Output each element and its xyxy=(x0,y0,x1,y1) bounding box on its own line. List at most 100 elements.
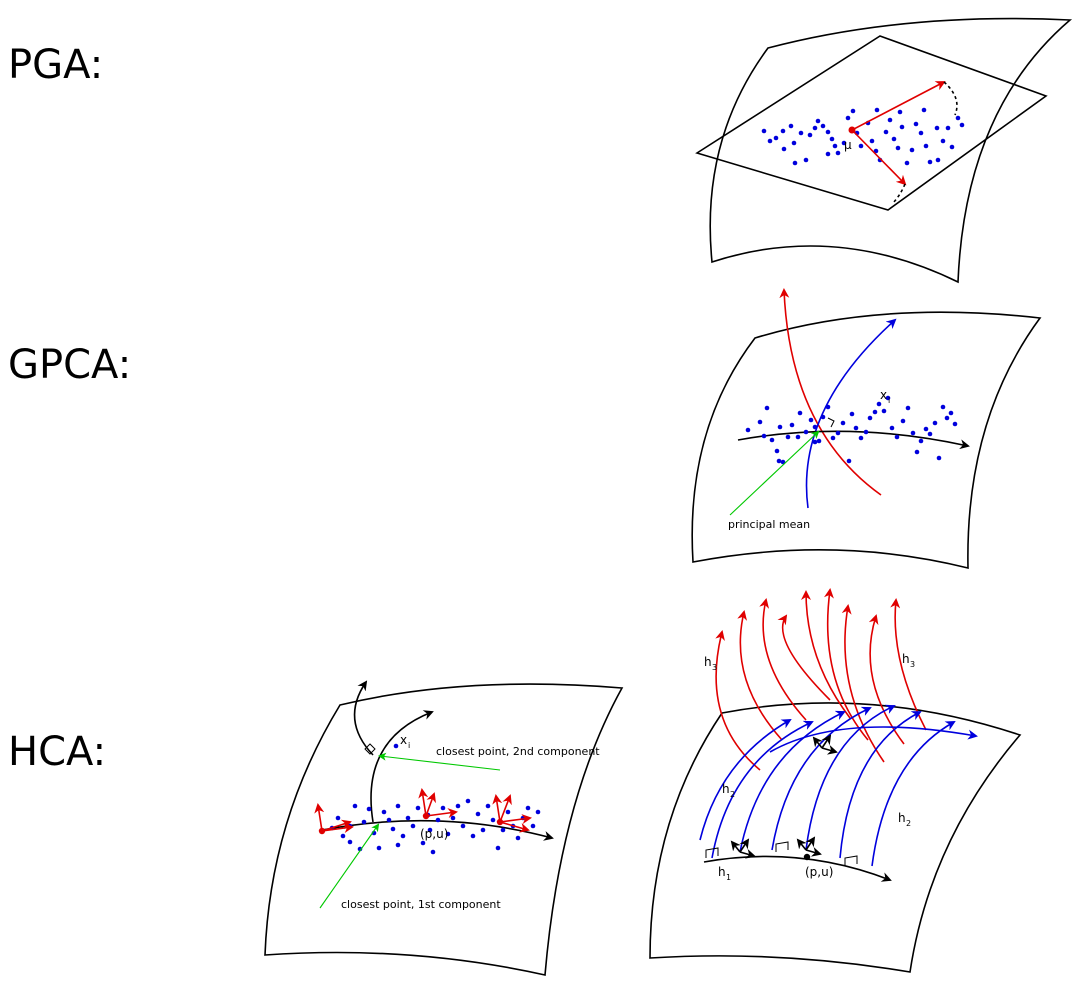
data-point xyxy=(940,138,946,144)
data-point xyxy=(945,125,951,131)
data-point xyxy=(876,401,882,407)
gpca-red-geodesic xyxy=(779,288,882,496)
data-point xyxy=(780,459,786,465)
red-fiber-h3 xyxy=(737,610,783,741)
hca-h2-left-sub: 2 xyxy=(730,790,735,799)
data-point xyxy=(959,122,965,128)
data-point xyxy=(891,136,897,142)
data-point xyxy=(490,817,496,823)
hca-closest-2nd-label: closest point, 2nd component xyxy=(436,745,600,758)
hca-left-manifold-sheet xyxy=(264,683,624,976)
pga-geodesic-dashed-1 xyxy=(943,81,958,116)
pga-panel: μ xyxy=(695,17,1073,284)
data-point xyxy=(386,817,392,823)
hca-right-base-point xyxy=(803,853,811,861)
hca-left-right-angle-mark xyxy=(364,743,376,755)
pga-tangent-plane xyxy=(695,35,1048,211)
data-point xyxy=(352,803,358,809)
data-point xyxy=(465,798,471,804)
data-point xyxy=(777,424,783,430)
data-point xyxy=(764,405,770,411)
pga-data-points xyxy=(761,107,965,166)
hca-h3-left-sub: 3 xyxy=(712,663,717,672)
data-point xyxy=(812,439,818,445)
black-frame-arrow xyxy=(739,848,756,859)
data-point xyxy=(798,130,804,136)
data-point xyxy=(841,140,847,146)
data-point xyxy=(505,809,511,815)
hca-left-second-curve xyxy=(370,710,434,823)
data-point xyxy=(910,430,916,436)
red-fiber-h3 xyxy=(841,604,885,763)
data-point xyxy=(780,128,786,134)
data-point xyxy=(405,815,411,821)
data-point xyxy=(376,845,382,851)
data-point xyxy=(480,827,486,833)
gpca-panel: x i principal mean xyxy=(691,288,1042,570)
data-point xyxy=(899,124,905,130)
data-point xyxy=(530,823,536,829)
data-point xyxy=(923,426,929,432)
data-point xyxy=(936,455,942,461)
data-point xyxy=(395,842,401,848)
blue-fiber-h2 xyxy=(871,721,956,867)
data-point xyxy=(415,805,421,811)
data-point xyxy=(894,434,900,440)
blue-fiber-h2 xyxy=(699,719,792,841)
data-point xyxy=(357,846,363,852)
data-point xyxy=(909,147,915,153)
red-tangent-arrow xyxy=(499,814,532,825)
data-point xyxy=(475,811,481,817)
black-frame-arrow xyxy=(805,836,816,851)
data-point xyxy=(500,827,506,833)
data-point xyxy=(918,438,924,444)
black-frame-arrow xyxy=(730,840,741,853)
data-point xyxy=(923,143,929,149)
black-frame-arrow xyxy=(805,846,822,857)
red-tangent-arrow xyxy=(321,819,352,832)
blue-fiber-h2 xyxy=(771,706,872,851)
hca-h1-label: h xyxy=(718,865,726,879)
hca-left-base-label: (p,u) xyxy=(420,827,448,841)
black-frame-arrow xyxy=(821,744,838,755)
data-point xyxy=(955,115,961,121)
data-point xyxy=(872,409,878,415)
data-point xyxy=(430,849,436,855)
red-tangent-arrow xyxy=(499,821,530,833)
pga-geodesic-dashed-2 xyxy=(891,183,906,205)
data-point xyxy=(905,405,911,411)
data-point xyxy=(395,803,401,809)
pga-manifold-sheet xyxy=(709,17,1073,284)
data-point xyxy=(820,414,826,420)
data-point xyxy=(797,410,803,416)
data-point xyxy=(435,817,441,823)
data-point xyxy=(445,831,451,837)
data-point xyxy=(803,157,809,163)
hca-right-principal-curve xyxy=(703,855,892,882)
data-point xyxy=(897,109,903,115)
data-point xyxy=(427,827,433,833)
gpca-principal-mean-label: principal mean xyxy=(728,518,810,531)
blue-fiber-h2 xyxy=(711,720,814,859)
data-point xyxy=(835,430,841,436)
data-point xyxy=(366,806,372,812)
gpca-point-sub: i xyxy=(888,396,890,405)
data-point xyxy=(440,805,446,811)
data-point xyxy=(932,420,938,426)
red-frame-arrow xyxy=(492,794,503,823)
data-point xyxy=(881,408,887,414)
data-point xyxy=(853,425,859,431)
data-point xyxy=(921,107,927,113)
data-point xyxy=(795,434,801,440)
red-frame-arrow xyxy=(499,794,512,823)
data-point xyxy=(791,140,797,146)
red-frame-arrow xyxy=(314,803,325,832)
right-angle-mark xyxy=(844,855,858,866)
data-point xyxy=(340,833,346,839)
data-point xyxy=(863,429,869,435)
data-point xyxy=(914,449,920,455)
red-tangent-arrow xyxy=(425,808,458,819)
red-frame-arrow xyxy=(425,792,436,817)
hca-h2-right-sub: 2 xyxy=(906,819,911,828)
data-point xyxy=(850,108,856,114)
